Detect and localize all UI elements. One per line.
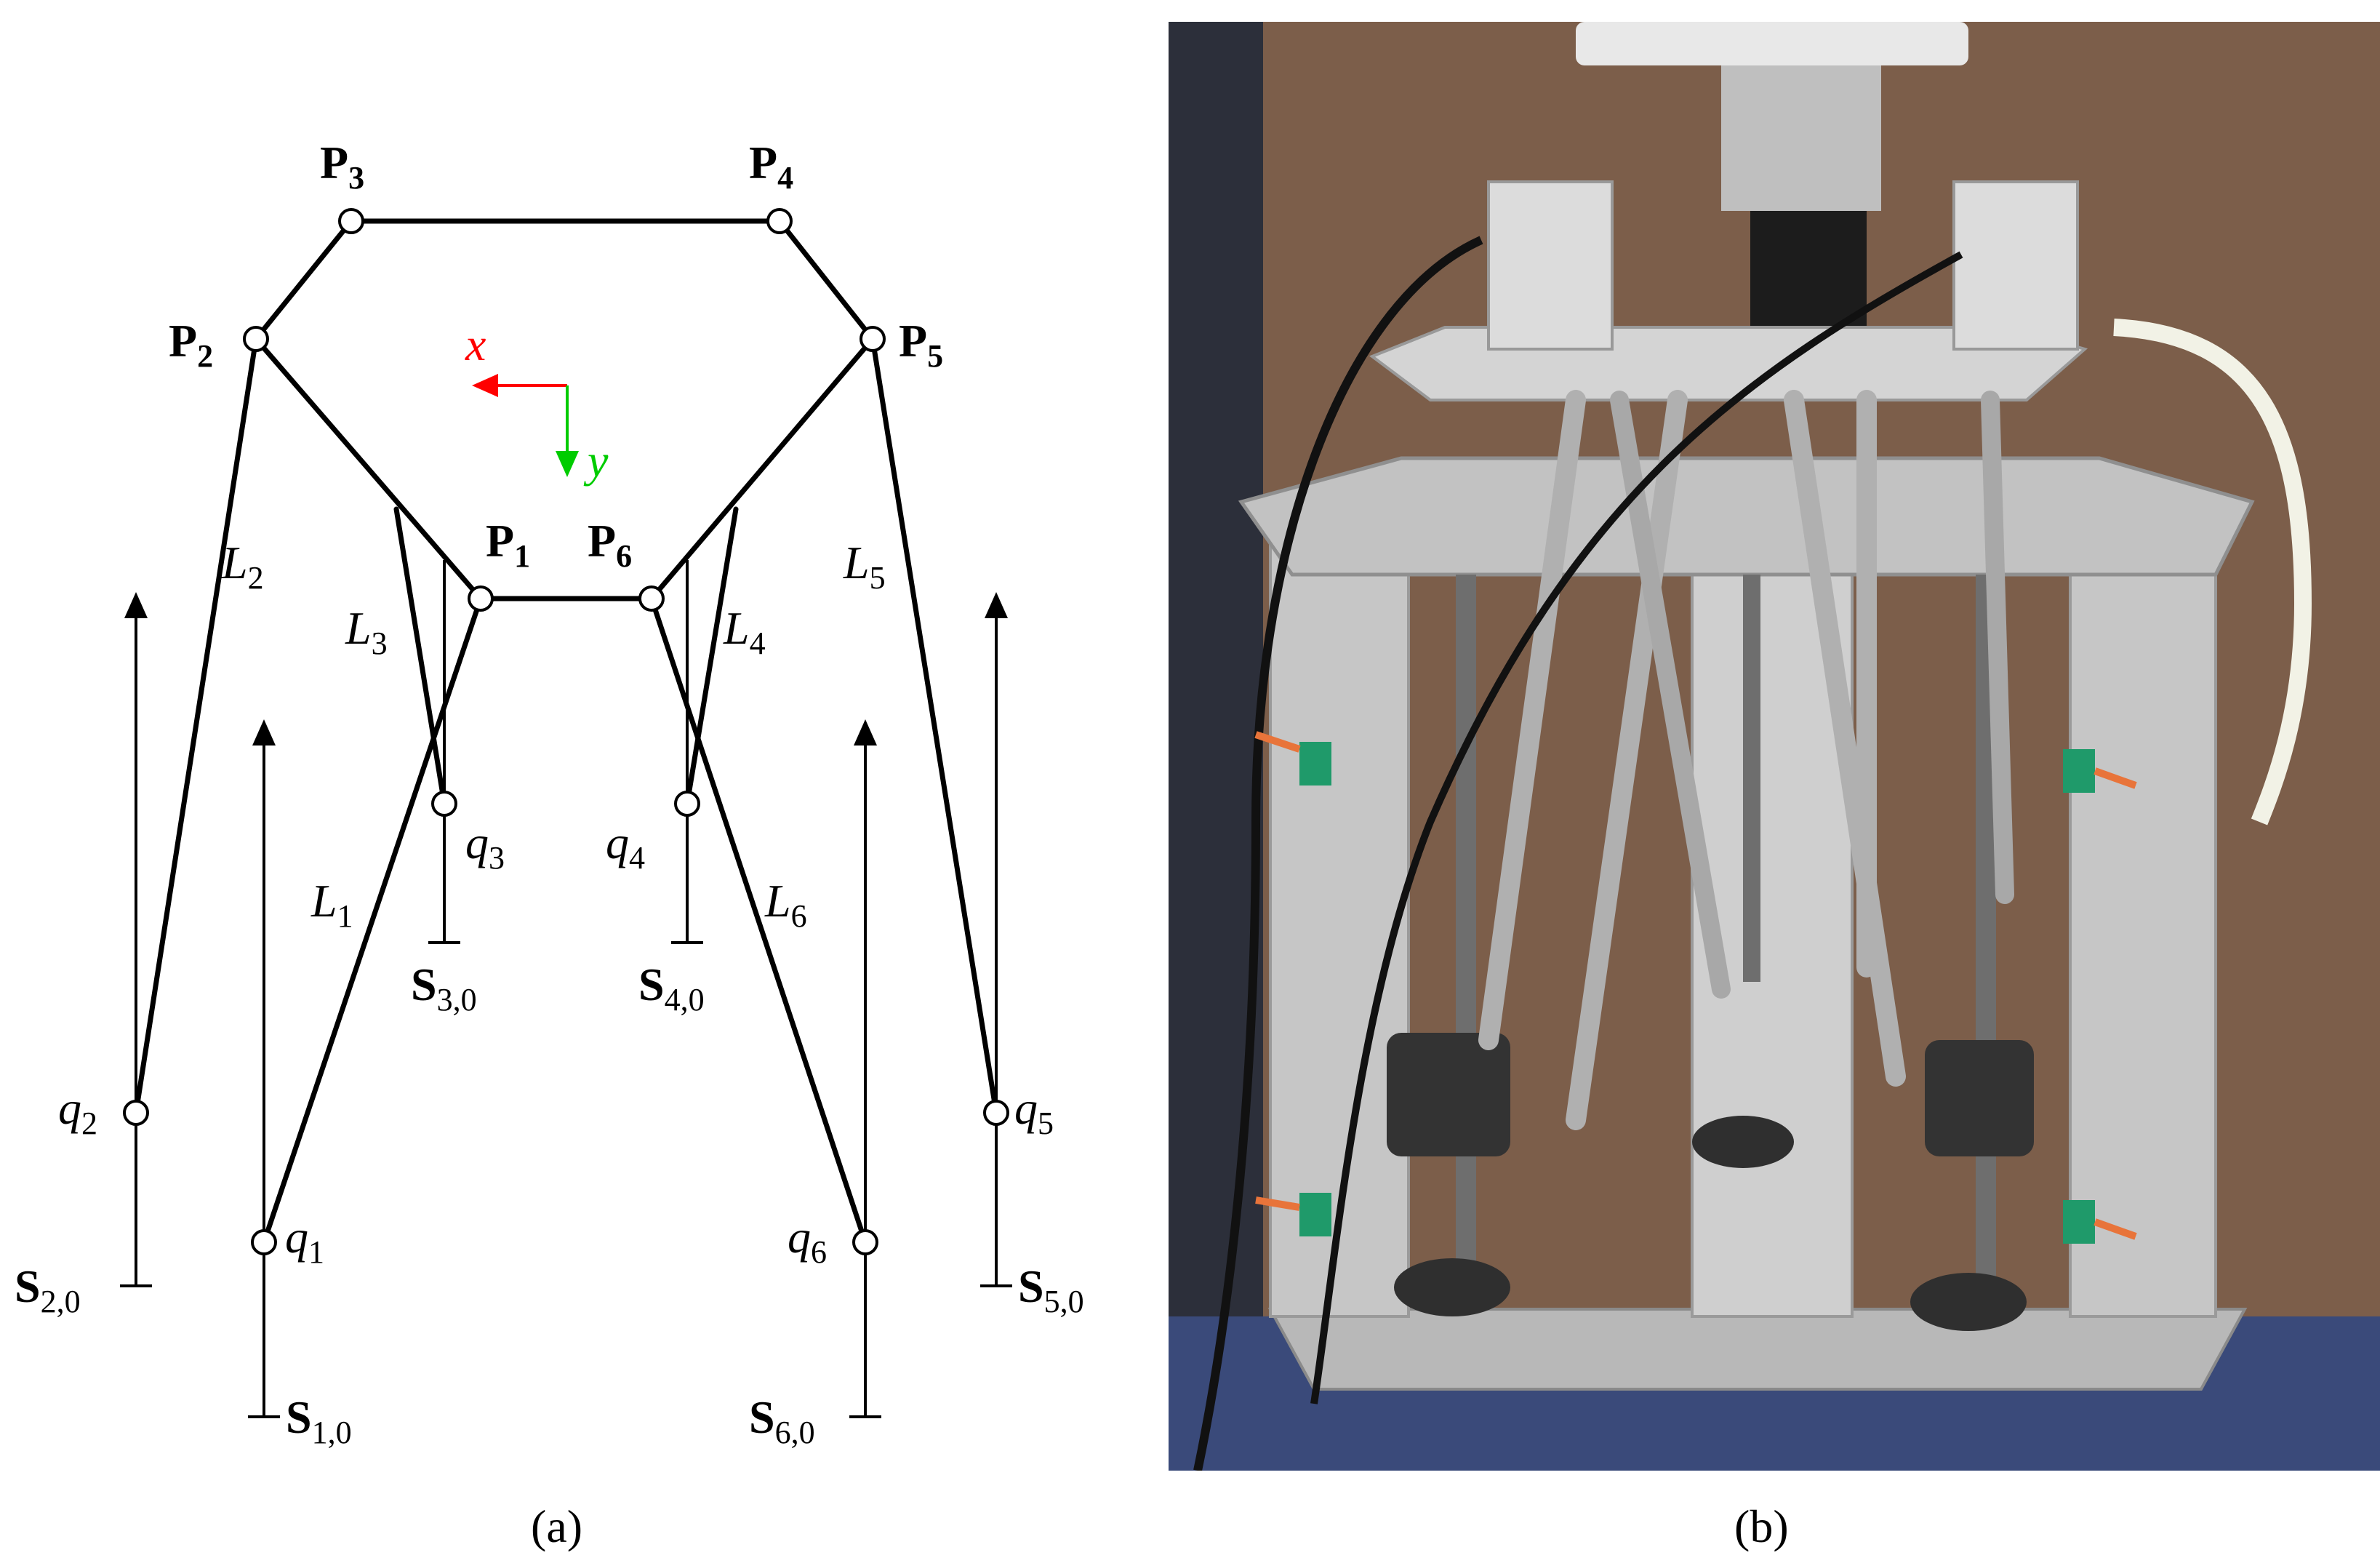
bottom-plate bbox=[1267, 1308, 2248, 1391]
moving-platform bbox=[252, 218, 876, 601]
label-l3: L3 bbox=[345, 602, 388, 661]
frame-column-right bbox=[2069, 544, 2217, 1318]
label-l6: L6 bbox=[764, 875, 807, 934]
leg-6 bbox=[649, 596, 868, 1245]
label-q4: q4 bbox=[606, 817, 645, 876]
label-p1: P1 bbox=[486, 515, 530, 574]
wire-orange-2 bbox=[1255, 1196, 1300, 1211]
coupler-right bbox=[1910, 1273, 2027, 1331]
joint-p6 bbox=[638, 585, 665, 612]
rod-2 bbox=[1566, 390, 1688, 1130]
joint-q5 bbox=[983, 1100, 1009, 1126]
robot-photo-illustration bbox=[1169, 22, 2380, 1471]
label-q2: q2 bbox=[58, 1082, 97, 1141]
joint-q3 bbox=[431, 791, 457, 817]
top-device bbox=[1576, 22, 1968, 65]
switch-4 bbox=[2063, 1200, 2095, 1244]
legs bbox=[133, 336, 999, 1245]
label-q1: q1 bbox=[285, 1211, 324, 1270]
label-l5: L5 bbox=[843, 537, 886, 596]
label-p5: P5 bbox=[899, 315, 943, 374]
white-light-strip bbox=[2113, 319, 2312, 826]
coordinate-frame: x y bbox=[465, 319, 609, 487]
label-q3: q3 bbox=[465, 817, 505, 876]
label-s20: S2,0 bbox=[15, 1260, 81, 1319]
black-cable-2 bbox=[1310, 251, 1963, 1404]
coupler-center bbox=[1692, 1116, 1794, 1168]
label-s50: S5,0 bbox=[1018, 1260, 1084, 1319]
leg-2 bbox=[133, 336, 259, 1116]
joint-q6 bbox=[852, 1229, 878, 1255]
actuator-rails bbox=[120, 560, 1012, 1418]
leg-3 bbox=[393, 506, 447, 807]
leg-5 bbox=[870, 336, 999, 1116]
rod-6 bbox=[1981, 391, 2014, 904]
label-p3: P3 bbox=[320, 137, 364, 196]
label-l2: L2 bbox=[221, 537, 264, 596]
wire-orange-4 bbox=[2093, 1218, 2137, 1240]
base-labels: S3,0 S4,0 S2,0 S5,0 S1,0 S6,0 bbox=[15, 959, 1084, 1450]
label-q5: q5 bbox=[1014, 1082, 1054, 1141]
switch-2 bbox=[2063, 749, 2095, 793]
rod-3 bbox=[1784, 390, 1906, 1087]
joint-p2 bbox=[243, 326, 269, 352]
rod-1 bbox=[1478, 390, 1586, 1050]
platform-outline bbox=[252, 218, 876, 601]
black-cable bbox=[1193, 236, 1483, 1471]
joints bbox=[123, 208, 1009, 1255]
rod-5 bbox=[1610, 391, 1731, 999]
caption-a: (a) bbox=[531, 1500, 582, 1552]
caption-b: (b) bbox=[1734, 1500, 1789, 1552]
dark-left-panel bbox=[1169, 22, 1263, 1471]
joint-p5 bbox=[860, 326, 886, 352]
switch-1 bbox=[1299, 742, 1331, 786]
robot-photo bbox=[1169, 22, 2380, 1471]
y-axis-label: y bbox=[583, 435, 609, 487]
motor-left bbox=[1487, 180, 1614, 351]
joint-p4 bbox=[766, 208, 793, 234]
wire-orange-3 bbox=[2093, 767, 2137, 789]
platform-labels: P3 P4 P2 P5 P1 P6 bbox=[169, 137, 943, 574]
gripper bbox=[1721, 65, 1881, 211]
joint-q1 bbox=[251, 1229, 277, 1255]
joint-labels: q3 q4 q2 q5 q1 q6 bbox=[58, 817, 1054, 1270]
frame-column-center bbox=[1691, 573, 1854, 1318]
label-s30: S3,0 bbox=[411, 959, 477, 1018]
label-s10: S1,0 bbox=[286, 1391, 352, 1450]
motor-right bbox=[1952, 180, 2079, 351]
joint-p1 bbox=[468, 585, 494, 612]
label-l4: L4 bbox=[723, 602, 766, 661]
label-q6: q6 bbox=[788, 1211, 827, 1270]
joint-p3 bbox=[338, 208, 364, 234]
lead-screw-1 bbox=[1456, 575, 1476, 1309]
label-l1: L1 bbox=[310, 875, 353, 934]
frame-column-left bbox=[1269, 544, 1410, 1318]
label-p2: P2 bbox=[169, 315, 213, 374]
label-s40: S4,0 bbox=[638, 959, 705, 1018]
label-s60: S6,0 bbox=[749, 1391, 815, 1450]
joint-q4 bbox=[674, 791, 700, 817]
x-axis-label: x bbox=[465, 319, 486, 370]
nut-right bbox=[1925, 1040, 2034, 1156]
joint-q2 bbox=[123, 1100, 149, 1126]
wire-orange-1 bbox=[1254, 731, 1301, 753]
label-p6: P6 bbox=[588, 515, 632, 574]
leg-4 bbox=[684, 506, 739, 807]
label-p4: P4 bbox=[749, 137, 793, 196]
leg-1 bbox=[261, 596, 484, 1245]
lead-screw-3 bbox=[1743, 575, 1760, 982]
coupler-left bbox=[1394, 1258, 1510, 1316]
nut-left bbox=[1387, 1033, 1510, 1156]
switch-3 bbox=[1299, 1193, 1331, 1236]
link-labels: L2 L5 L3 L4 L1 L6 bbox=[221, 537, 886, 934]
upper-frame bbox=[1238, 456, 2255, 577]
